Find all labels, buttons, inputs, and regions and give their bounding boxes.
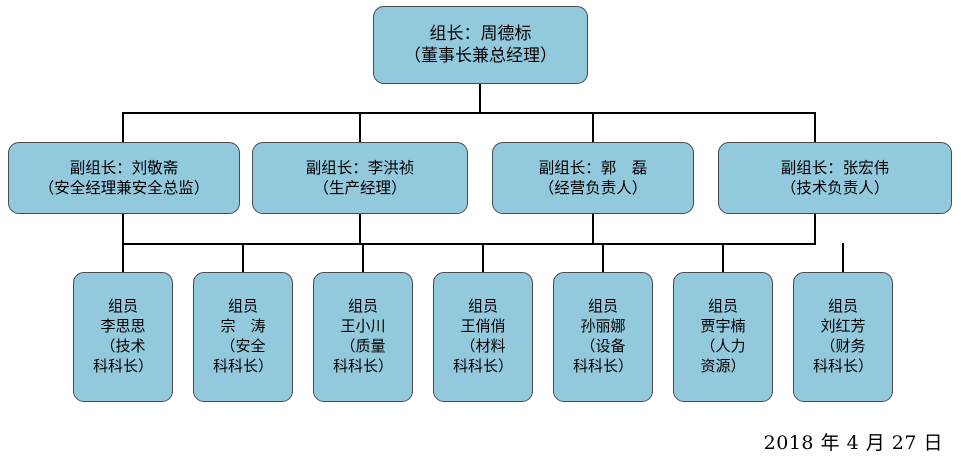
org-node-member-5-line-3: （设备 (580, 337, 626, 355)
org-node-member-2-line-4: 科科长） (212, 356, 273, 375)
org-node-member-7[interactable]: 组员 刘红芳 （财务 科科长） (793, 272, 893, 402)
org-node-member-1-line-4: 科科长） (92, 356, 153, 375)
org-node-member-3-line-2: 王小川 (340, 317, 386, 336)
connector-deputy-stem-3 (592, 214, 594, 244)
org-node-member-2-line-3: （安全 (220, 337, 266, 355)
org-node-member-7-line-4: 科科长） (812, 356, 873, 375)
org-node-member-6-line-2: 贾宇楠 (700, 317, 746, 336)
connector-member-drop-3 (362, 243, 364, 272)
connector-deputy-drop-3 (592, 112, 594, 142)
org-node-leader-line-1: 组长：周德标 (429, 23, 532, 44)
org-node-member-4[interactable]: 组员 王俏俏 （材料 科科长） (433, 272, 533, 402)
org-node-member-4-line-4: 科科长） (452, 356, 513, 375)
org-node-deputy-2[interactable]: 副组长：李洪祯 （生产经理） (252, 142, 468, 214)
org-node-leader[interactable]: 组长：周德标 （董事长兼总经理） (373, 6, 588, 84)
org-node-member-2-line-2: 宗 涛 (220, 317, 266, 336)
org-node-deputy-4-line-2: （技术负责人） (780, 179, 890, 197)
org-node-member-4-line-3: （材料 (460, 337, 506, 355)
org-node-deputy-3-line-1: 副组长：郭 磊 (538, 158, 648, 177)
org-node-member-1[interactable]: 组员 李思思 （技术 科科长） (73, 272, 173, 402)
org-node-member-1-line-2: 李思思 (100, 317, 146, 336)
org-node-deputy-1-line-1: 副组长：刘敬斋 (69, 158, 179, 177)
connector-deputy-stem-2 (359, 214, 361, 244)
org-node-member-4-line-1: 组员 (467, 297, 498, 316)
org-node-member-3-line-1: 组员 (347, 297, 378, 316)
org-node-leader-line-2: （董事长兼总经理） (404, 46, 557, 66)
org-node-member-5-line-2: 孙丽娜 (580, 317, 626, 336)
org-node-member-6-line-4: 资源） (700, 356, 746, 375)
connector-member-drop-4 (482, 243, 484, 272)
org-node-member-2[interactable]: 组员 宗 涛 （安全 科科长） (193, 272, 293, 402)
connector-deputy-stem-1 (122, 214, 124, 244)
org-node-member-3[interactable]: 组员 王小川 （质量 科科长） (313, 272, 413, 402)
org-node-deputy-2-line-1: 副组长：李洪祯 (305, 158, 415, 177)
connector-member-drop-6 (722, 243, 724, 272)
connector-member-drop-7 (842, 243, 844, 272)
org-node-deputy-1[interactable]: 副组长：刘敬斋 （安全经理兼安全总监） (8, 142, 240, 214)
org-node-member-1-line-3: （技术 (100, 337, 146, 355)
connector-deputy-drop-1 (122, 112, 124, 142)
connector-member-drop-5 (602, 243, 604, 272)
footer-date: 2018 年 4 月 27 日 (763, 432, 943, 454)
org-node-member-5[interactable]: 组员 孙丽娜 （设备 科科长） (553, 272, 653, 402)
connector-deputy-drop-4 (814, 112, 816, 142)
org-node-member-7-line-3: （财务 (820, 337, 866, 355)
connector-deputy-drop-2 (359, 112, 361, 142)
org-node-member-6-line-1: 组员 (707, 297, 738, 316)
connector-member-bus (122, 243, 816, 245)
org-node-member-7-line-1: 组员 (827, 297, 858, 316)
org-node-deputy-1-line-2: （安全经理兼安全总监） (38, 179, 210, 197)
org-node-member-1-line-1: 组员 (107, 297, 138, 316)
connector-member-drop-2 (242, 243, 244, 272)
org-node-member-7-line-2: 刘红芳 (820, 317, 866, 336)
connector-member-drop-1 (122, 243, 124, 272)
connector-deputy-bus (122, 112, 816, 114)
org-node-member-5-line-4: 科科长） (572, 356, 633, 375)
org-node-member-4-line-2: 王俏俏 (460, 317, 506, 336)
org-node-member-6[interactable]: 组员 贾宇楠 （人力 资源） (673, 272, 773, 402)
org-node-deputy-3-line-2: （经营负责人） (538, 179, 648, 197)
connector-top-stem (479, 84, 481, 114)
org-node-member-3-line-4: 科科长） (332, 356, 393, 375)
org-node-member-5-line-1: 组员 (587, 297, 618, 316)
org-node-member-2-line-1: 组员 (227, 297, 258, 316)
org-node-deputy-2-line-2: （生产经理） (313, 179, 407, 197)
org-node-deputy-4-line-1: 副组长：张宏伟 (780, 158, 890, 177)
org-node-member-3-line-3: （质量 (340, 337, 386, 355)
org-node-member-6-line-3: （人力 (700, 337, 746, 355)
org-node-deputy-4[interactable]: 副组长：张宏伟 （技术负责人） (718, 142, 952, 214)
connector-deputy-stem-4 (814, 214, 816, 244)
org-node-deputy-3[interactable]: 副组长：郭 磊 （经营负责人） (492, 142, 694, 214)
